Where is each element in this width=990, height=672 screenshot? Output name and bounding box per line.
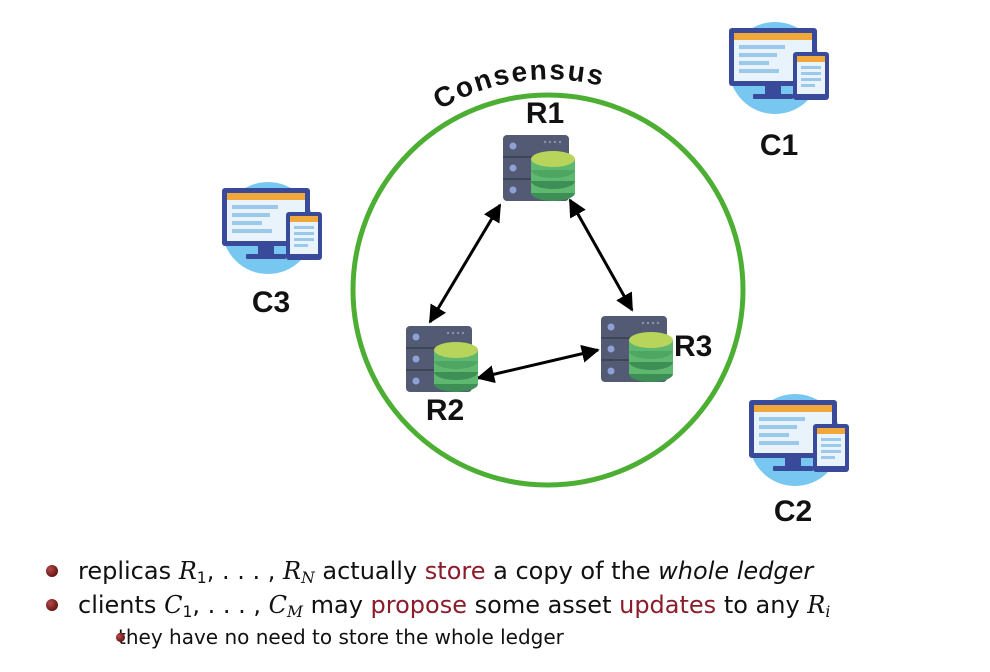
bullet-text: they have no need to store the whole led…: [118, 625, 564, 649]
double-arrow-icon: [428, 203, 502, 324]
client-label: C2: [774, 495, 812, 528]
bullet-dot-icon: [46, 565, 58, 577]
desktop-monitor-icon: [749, 394, 849, 486]
bullet-list: replicas R1, . . . , RN actually store a…: [40, 554, 970, 652]
propose-keyword: propose: [370, 591, 467, 619]
replica-r1: R1: [502, 97, 576, 202]
bullet-clients: clients C1, . . . , CM may propose some …: [40, 588, 970, 622]
client-label: C3: [252, 286, 290, 319]
double-arrow-icon: [476, 344, 600, 384]
replica-label: R1: [526, 97, 564, 130]
bullet-replicas: replicas R1, . . . , RN actually store a…: [40, 554, 970, 588]
store-keyword: store: [424, 557, 486, 585]
server-icon: [405, 325, 479, 393]
double-arrow-icon: [568, 198, 634, 312]
bullet-no-need: they have no need to store the whole led…: [40, 622, 970, 652]
updates-keyword: updates: [619, 591, 717, 619]
client-c2: C2: [749, 394, 849, 528]
desktop-monitor-icon: [222, 182, 322, 274]
replica-label: R2: [426, 394, 464, 427]
consensus-circle: [350, 92, 746, 488]
server-icon: [600, 315, 674, 383]
bullet-text: clients C1, . . . , CM may propose some …: [78, 591, 831, 621]
consensus-label: Consensus: [428, 54, 608, 115]
server-icon: [502, 134, 576, 202]
replica-r2: R2: [405, 325, 479, 427]
network-diagram: Consensus R1 R2 R3 C1 C2 C3: [222, 22, 849, 528]
bullet-dot-icon: [116, 633, 125, 642]
desktop-monitor-icon: [729, 22, 829, 114]
bullet-dot-icon: [46, 599, 58, 611]
client-c1: C1: [729, 22, 829, 162]
bullet-text: replicas R1, . . . , RN actually store a…: [78, 557, 814, 587]
replica-r3: R3: [600, 315, 712, 383]
whole-ledger-emphasis: whole ledger: [658, 557, 814, 585]
client-label: C1: [760, 129, 798, 162]
replica-label: R3: [674, 330, 712, 363]
client-c3: C3: [222, 182, 322, 319]
